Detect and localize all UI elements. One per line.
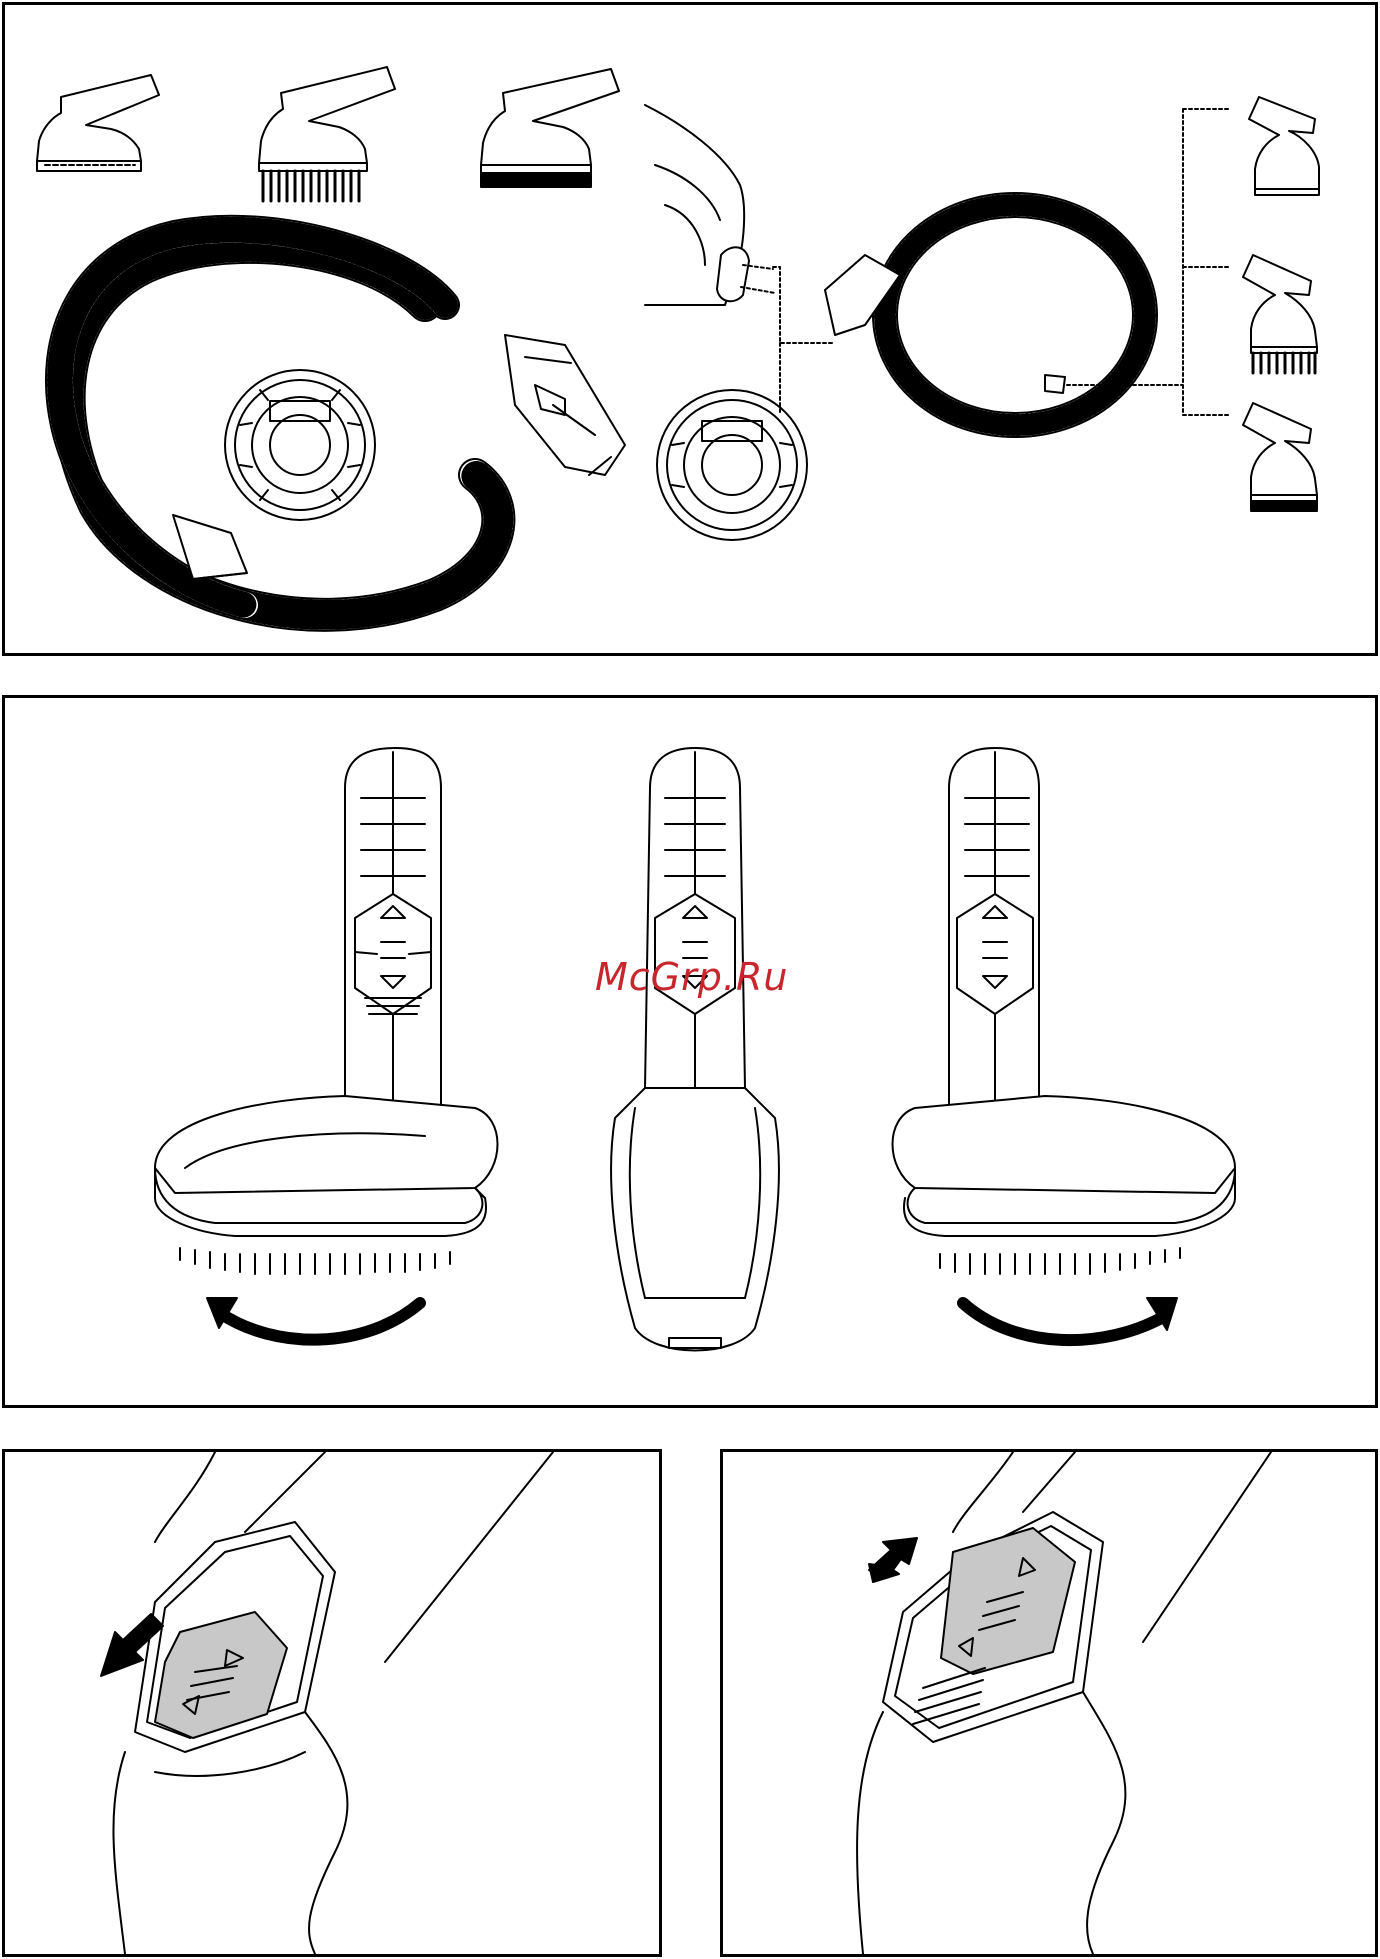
panel-button-down bbox=[2, 1449, 662, 1957]
connector-disc-icon bbox=[657, 390, 807, 540]
panel-rotating-brush bbox=[2, 695, 1378, 1408]
rotate-arrow-icon bbox=[963, 1298, 1177, 1340]
grooming-brush-icon bbox=[611, 748, 779, 1351]
vacuum-body-icon bbox=[645, 105, 775, 305]
watermark-text: McGrp.Ru bbox=[595, 955, 788, 999]
panel-button-up bbox=[720, 1449, 1378, 1957]
brush-attachment-icon bbox=[37, 75, 159, 171]
hose-icon bbox=[825, 205, 1145, 425]
slide-button-icon bbox=[857, 1452, 1271, 1954]
arrow-up-icon bbox=[869, 1538, 917, 1582]
brush-attachment-icon bbox=[1249, 97, 1319, 195]
connector-disc-icon bbox=[225, 370, 375, 520]
brush-attachment-icon bbox=[259, 67, 395, 201]
panel-hose-attachments bbox=[2, 2, 1378, 656]
brush-attachment-icon bbox=[481, 69, 619, 187]
brush-attachment-icon bbox=[1243, 403, 1317, 511]
brush-attachment-icon bbox=[1243, 255, 1317, 373]
rotate-arrow-icon bbox=[207, 1298, 420, 1340]
slide-button-icon bbox=[113, 1452, 553, 1954]
grooming-brush-icon bbox=[155, 748, 498, 1274]
grooming-brush-icon bbox=[893, 748, 1236, 1274]
